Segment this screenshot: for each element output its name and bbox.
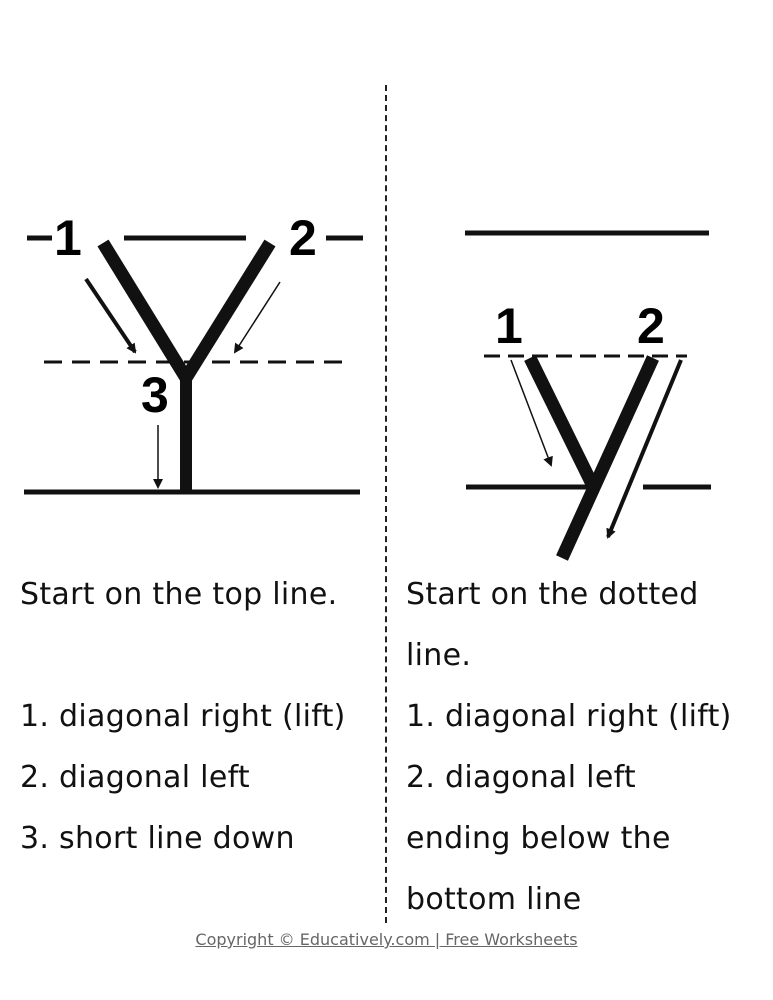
stroke-1-diagonal — [524, 355, 598, 487]
step-1: 1. diagonal right (lift) — [20, 699, 346, 734]
stroke-label-3: 3 — [141, 367, 169, 423]
arrow-1 — [84, 277, 137, 354]
stroke-label-2: 2 — [637, 298, 665, 354]
arrow-2 — [606, 359, 683, 539]
intro-text: Start on the top line. — [20, 577, 338, 612]
stroke-label-1: 1 — [495, 298, 523, 354]
stroke-2-diagonal — [556, 355, 659, 561]
uppercase-y-diagram: 1 2 3 — [24, 210, 363, 495]
step-2-end: bottom line — [406, 882, 582, 917]
step-2: 2. diagonal left — [20, 760, 250, 795]
lowercase-instructions: Start on the dotted line. 1. diagonal ri… — [406, 564, 732, 930]
stroke-2-diagonal — [180, 239, 276, 382]
stroke-1-diagonal — [97, 239, 192, 382]
uppercase-instructions: Start on the top line. 1. diagonal right… — [20, 564, 346, 869]
stroke-label-2: 2 — [289, 210, 317, 266]
intro-text-line-1: Start on the dotted — [406, 577, 699, 612]
step-1: 1. diagonal right (lift) — [406, 699, 732, 734]
arrow-2 — [233, 281, 281, 354]
arrow-1 — [510, 359, 553, 467]
lowercase-y-diagram: 1 2 — [465, 230, 711, 561]
step-2-continued: ending below the — [406, 821, 671, 856]
step-2: 2. diagonal left — [406, 760, 636, 795]
step-3: 3. short line down — [20, 821, 295, 856]
intro-text-line-2: line. — [406, 638, 472, 673]
stroke-label-1: 1 — [54, 210, 82, 266]
copyright-footer[interactable]: Copyright © Educatively.com | Free Works… — [195, 930, 578, 949]
panel-divider — [385, 85, 387, 923]
